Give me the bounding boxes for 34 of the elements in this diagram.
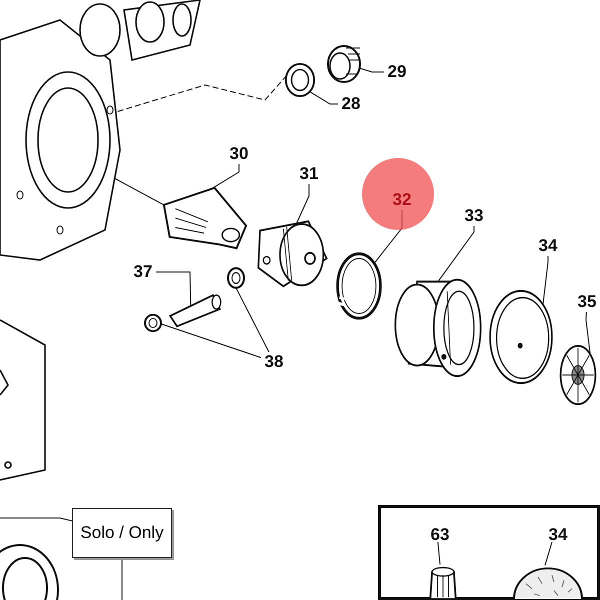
leader-line xyxy=(0,518,72,522)
leader-line xyxy=(542,256,548,305)
leader-line xyxy=(308,90,338,104)
connecting-rod-drawing xyxy=(162,186,248,252)
callout-number: 29 xyxy=(384,62,410,82)
callout-number: 34 xyxy=(535,236,561,256)
leader-line xyxy=(236,287,270,352)
washer-drawing xyxy=(284,62,316,98)
leader-line xyxy=(438,226,474,282)
piston-ring-drawing xyxy=(334,250,384,322)
inset-frame xyxy=(378,505,600,600)
leader-line xyxy=(437,542,440,565)
leader-line xyxy=(586,312,591,355)
callout-number: 31 xyxy=(296,164,322,184)
callout-number: 32 xyxy=(389,190,415,210)
callout-number: 34 xyxy=(545,525,571,545)
pump-body-drawing xyxy=(0,0,122,262)
callout-number: 63 xyxy=(427,525,453,545)
leader-line xyxy=(114,178,164,206)
leader-line xyxy=(358,68,384,72)
callout-number: 33 xyxy=(461,206,487,226)
circlip-drawing xyxy=(226,266,246,290)
callout-number: 35 xyxy=(574,292,600,312)
leader-line xyxy=(544,542,552,566)
alignment-line xyxy=(116,74,288,112)
circlip-drawing xyxy=(143,313,163,333)
callout-number: 28 xyxy=(338,94,364,114)
callout-number: 30 xyxy=(226,144,252,164)
callout-number: 38 xyxy=(261,352,287,372)
leader-line xyxy=(160,323,262,358)
note-box: Solo / Only xyxy=(72,508,172,558)
diaphragm-disc-drawing xyxy=(558,344,598,406)
callout-number: 37 xyxy=(130,262,156,282)
leader-line xyxy=(156,272,192,306)
